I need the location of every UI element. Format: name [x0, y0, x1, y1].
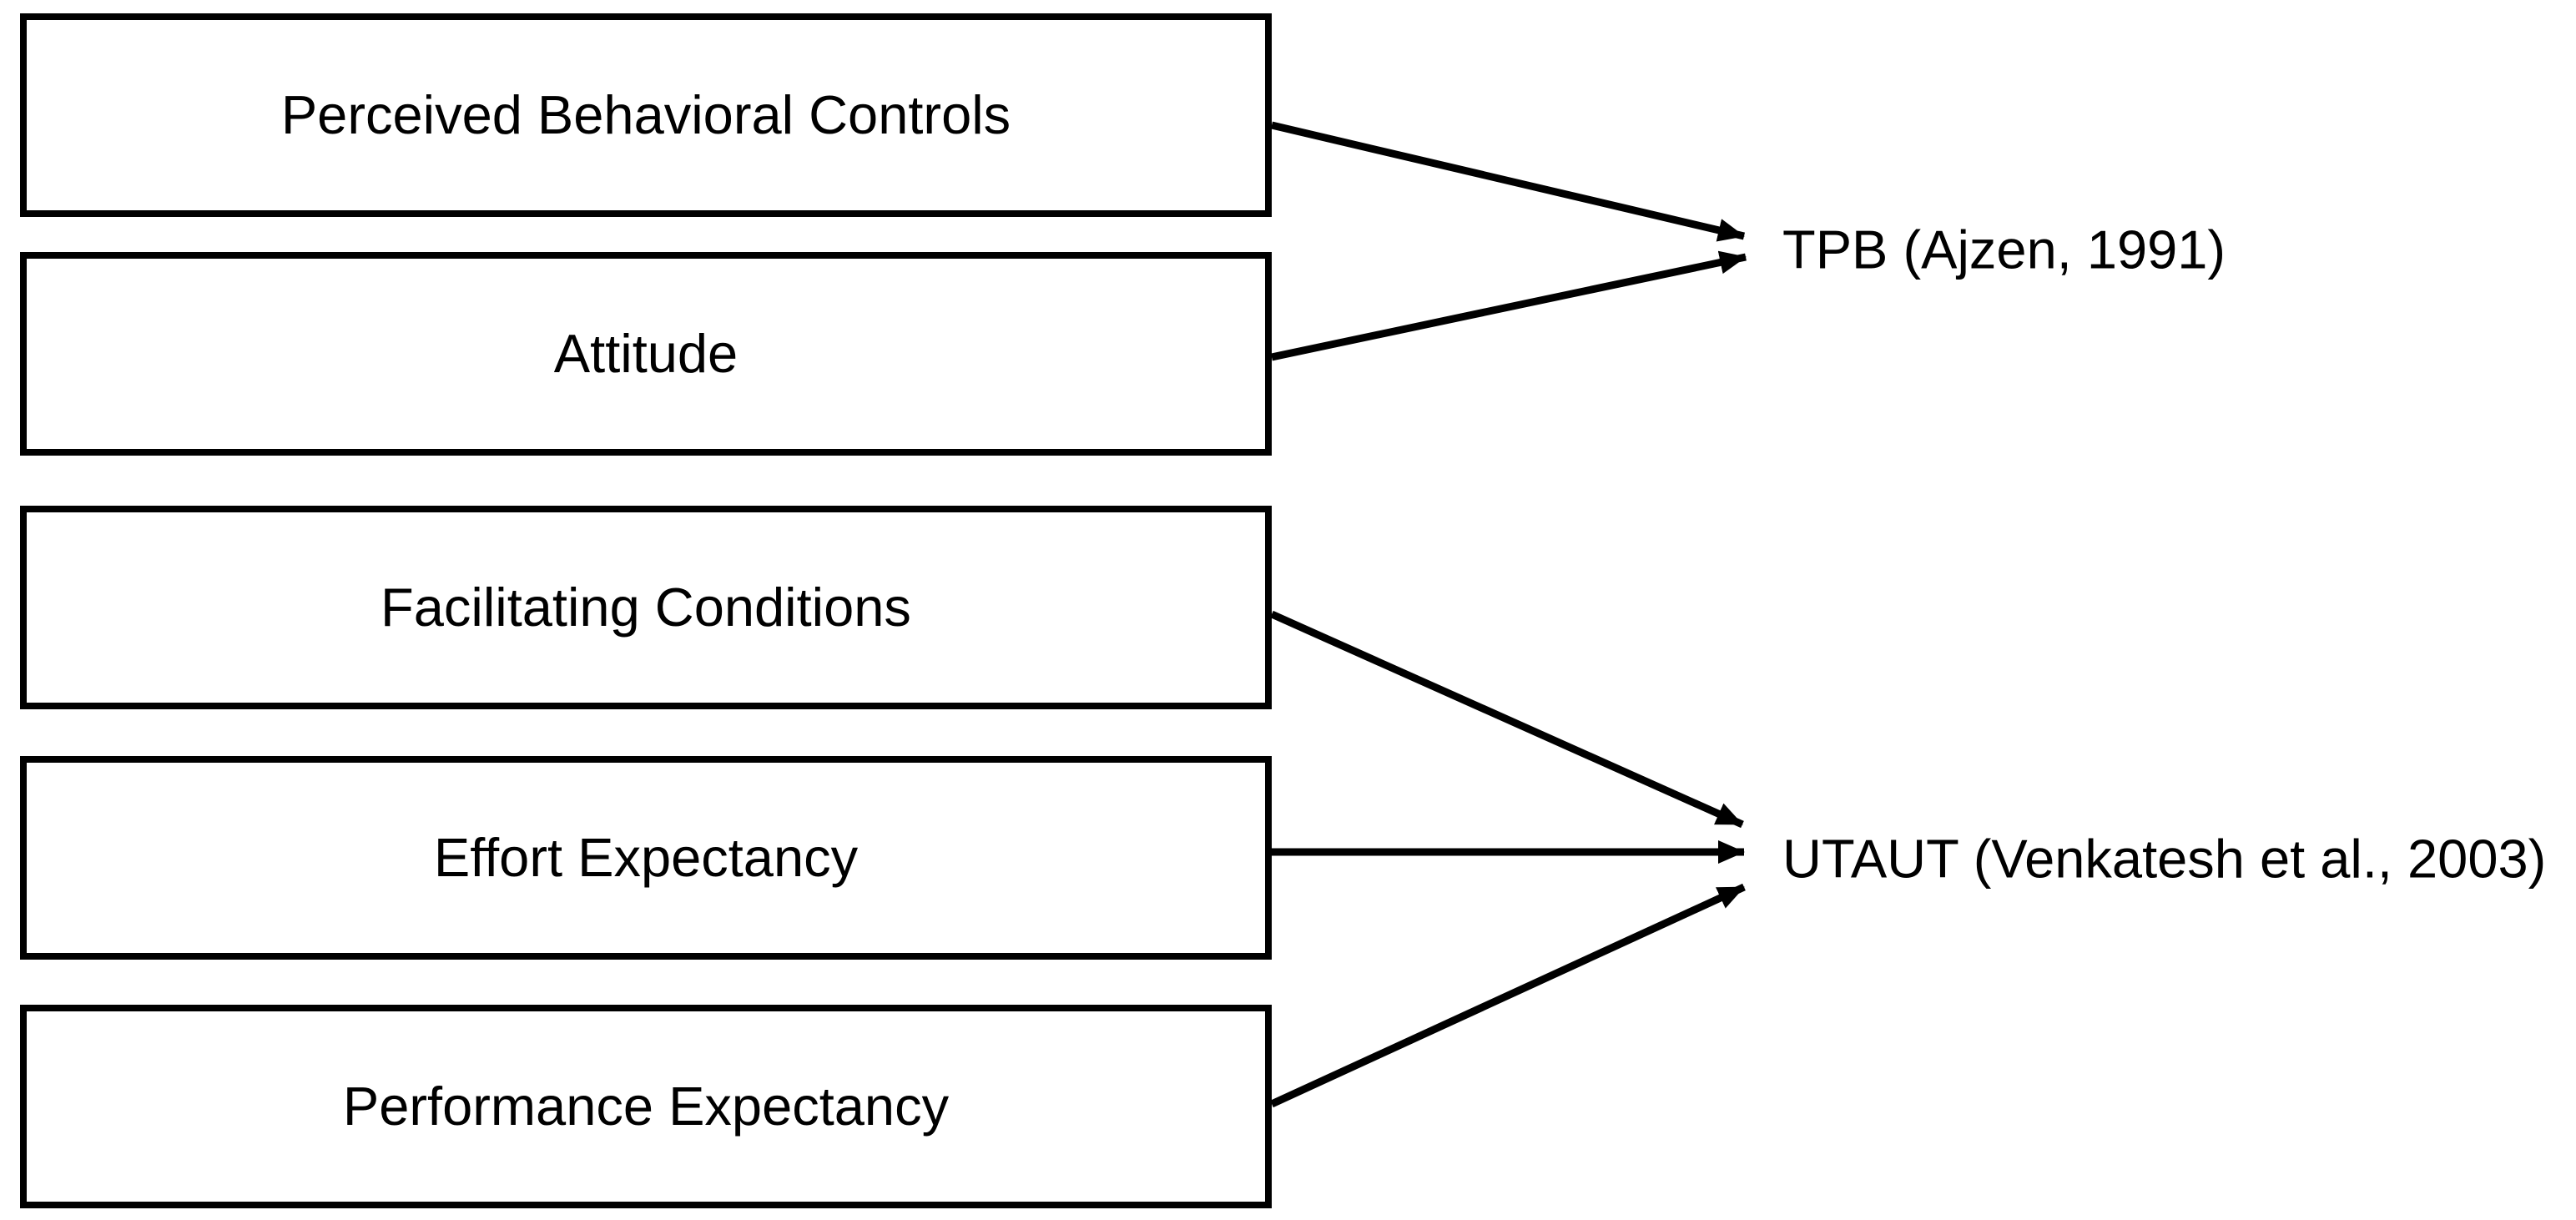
arrow-perceived-behavioral-controls-to-tpb [1270, 121, 1746, 242]
box-perceived-behavioral-controls: Perceived Behavioral Controls [20, 13, 1272, 217]
label-utaut: UTAUT (Venkatesh et al., 2003) [1782, 828, 2547, 890]
arrow-performance-expectancy-to-utaut [1270, 883, 1746, 1108]
box-facilitating-conditions: Facilitating Conditions [20, 506, 1272, 709]
box-label-attitude: Attitude [553, 323, 739, 385]
box-effort-expectancy: Effort Expectancy [20, 756, 1272, 960]
label-tpb: TPB (Ajzen, 1991) [1782, 219, 2226, 280]
arrow-attitude-to-tpb [1271, 250, 1747, 361]
box-label-effort-expectancy: Effort Expectancy [433, 827, 859, 889]
box-attitude: Attitude [20, 252, 1272, 456]
box-performance-expectancy: Performance Expectancy [20, 1005, 1272, 1208]
box-label-facilitating-conditions: Facilitating Conditions [381, 577, 911, 638]
box-label-performance-expectancy: Performance Expectancy [342, 1076, 950, 1137]
arrow-facilitating-conditions-to-utaut [1270, 610, 1744, 829]
box-label-perceived-behavioral-controls: Perceived Behavioral Controls [280, 84, 1011, 146]
